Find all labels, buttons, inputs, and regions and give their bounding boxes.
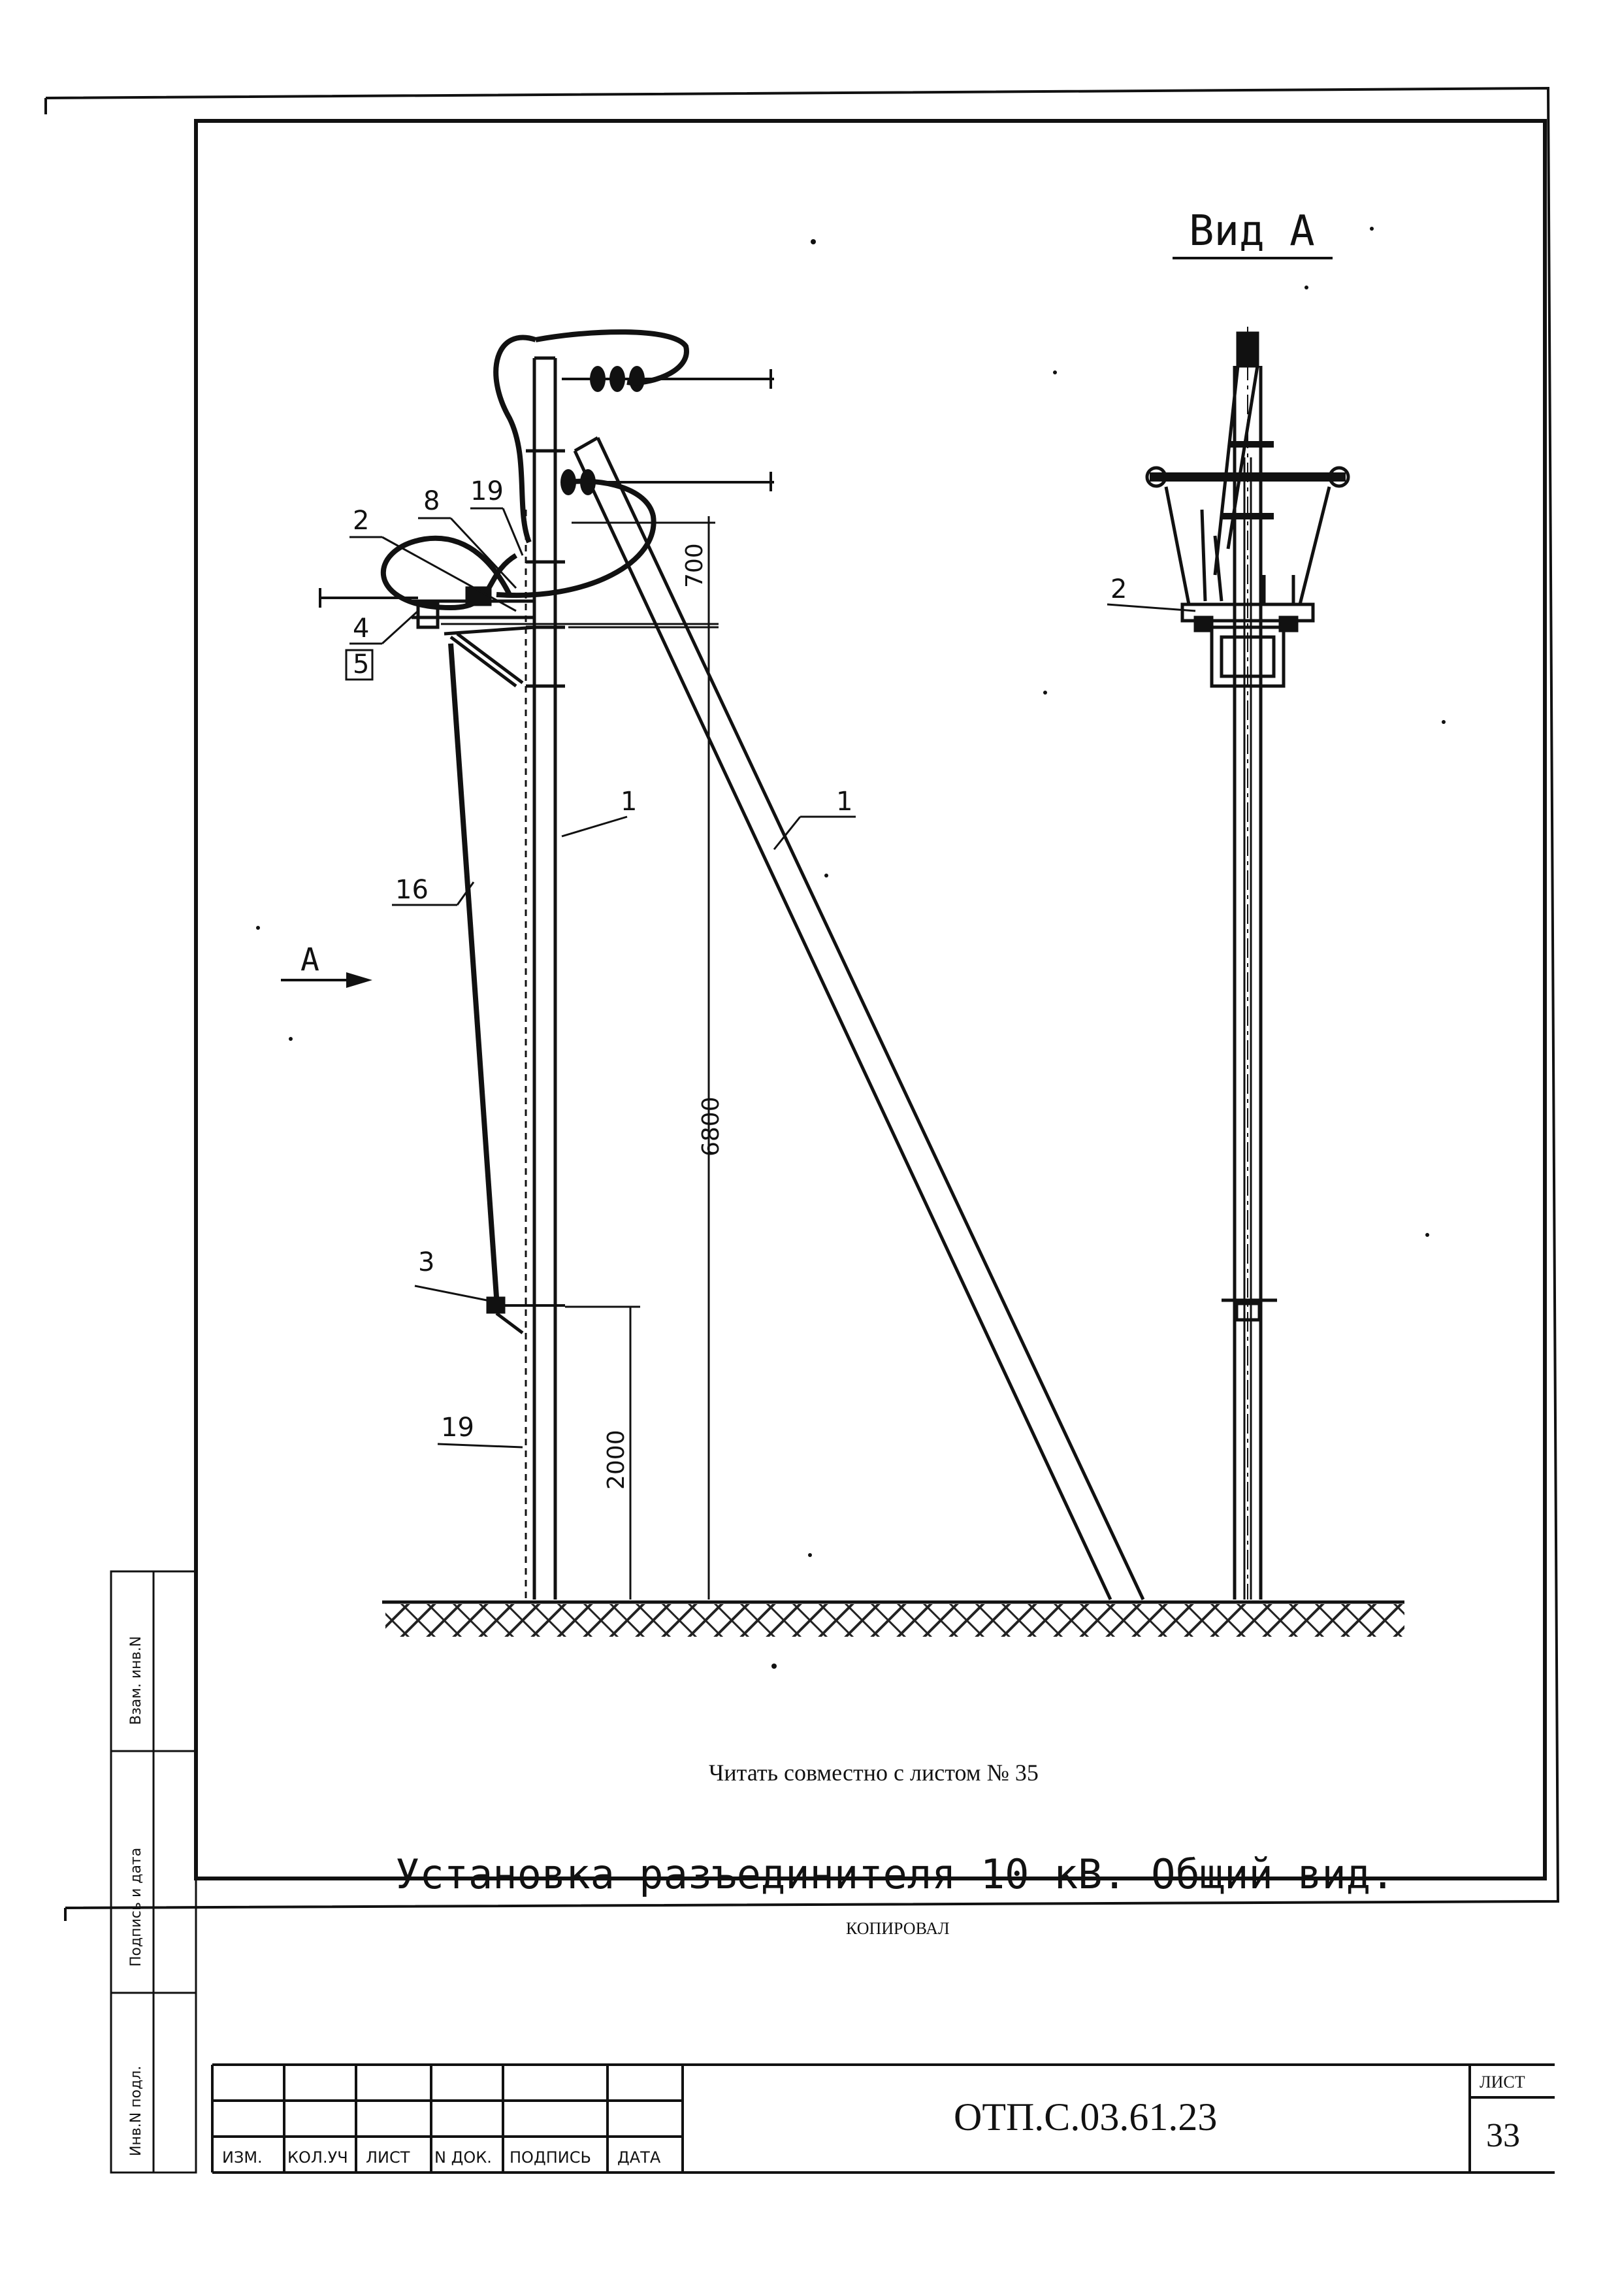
callout-labels: 2 8 19 4 5 1 1 16 3 19 2 <box>353 476 1127 1443</box>
dim-700: 700 <box>681 543 708 588</box>
col-data: ДАТА <box>617 2148 661 2167</box>
callout-1-strut: 1 <box>836 787 852 817</box>
side-stamp <box>110 1570 197 2174</box>
callout-4: 4 <box>353 614 369 644</box>
crossarm-left <box>412 449 565 688</box>
insulators-top <box>560 366 645 495</box>
stamp-label-replace: Взам. инв.N <box>128 1636 144 1725</box>
callout-1-pole: 1 <box>621 787 637 817</box>
view-title: Вид А <box>1189 207 1315 255</box>
main-pole <box>525 356 557 1599</box>
callout-5-box <box>345 649 374 681</box>
col-podpis: ПОДПИСЬ <box>510 2148 591 2167</box>
col-list: ЛИСТ <box>366 2148 410 2167</box>
title-block-columns: ИЗМ. КОЛ.УЧ ЛИСТ N ДОК. ПОДПИСЬ ДАТА <box>222 2148 661 2167</box>
sheet-label: ЛИСТ <box>1480 2073 1525 2091</box>
callout-19-top: 19 <box>470 476 504 506</box>
callout-19-bottom: 19 <box>441 1413 474 1443</box>
document-code: ОТП.С.03.61.23 <box>954 2095 1217 2139</box>
title-block <box>211 2063 1555 2174</box>
drawing-title: Установка разъединителя 10 кВ. Общий вид… <box>395 1850 1395 1898</box>
col-n-dok: N ДОК. <box>434 2148 492 2167</box>
dim-2000: 2000 <box>603 1430 630 1490</box>
stamp-label-sign: Подпись и дата <box>128 1848 144 1967</box>
col-izm: ИЗМ. <box>222 2148 263 2167</box>
callout-5: 5 <box>353 649 369 680</box>
right-view-clamp <box>1222 1298 1277 1322</box>
sheet-number: 33 <box>1486 2117 1520 2154</box>
dimension-lines <box>565 516 719 1599</box>
sheet-border <box>44 86 1560 1921</box>
drive-rod <box>448 643 565 1334</box>
right-view-pole <box>1233 327 1263 1599</box>
strut-pole <box>573 436 1145 1601</box>
reference-note: Читать совместно с листом № 35 <box>709 1760 1039 1786</box>
stamp-label-inv: Инв.N подл. <box>128 2066 144 2156</box>
view-arrow <box>281 972 372 988</box>
callout-2-left: 2 <box>353 506 369 536</box>
col-kol-uch: КОЛ.УЧ <box>287 2148 348 2167</box>
right-view-head <box>1145 331 1350 688</box>
view-arrow-label: А <box>300 942 319 978</box>
dim-6800: 6800 <box>698 1096 724 1156</box>
scan-specks <box>256 227 1446 1669</box>
callout-3: 3 <box>418 1247 434 1277</box>
copied-footer: КОПИРОВАЛ <box>846 1919 950 1938</box>
callout-16: 16 <box>395 875 429 905</box>
ground <box>382 1600 1404 1637</box>
callout-8: 8 <box>423 486 440 516</box>
callout-2-right: 2 <box>1110 574 1127 604</box>
